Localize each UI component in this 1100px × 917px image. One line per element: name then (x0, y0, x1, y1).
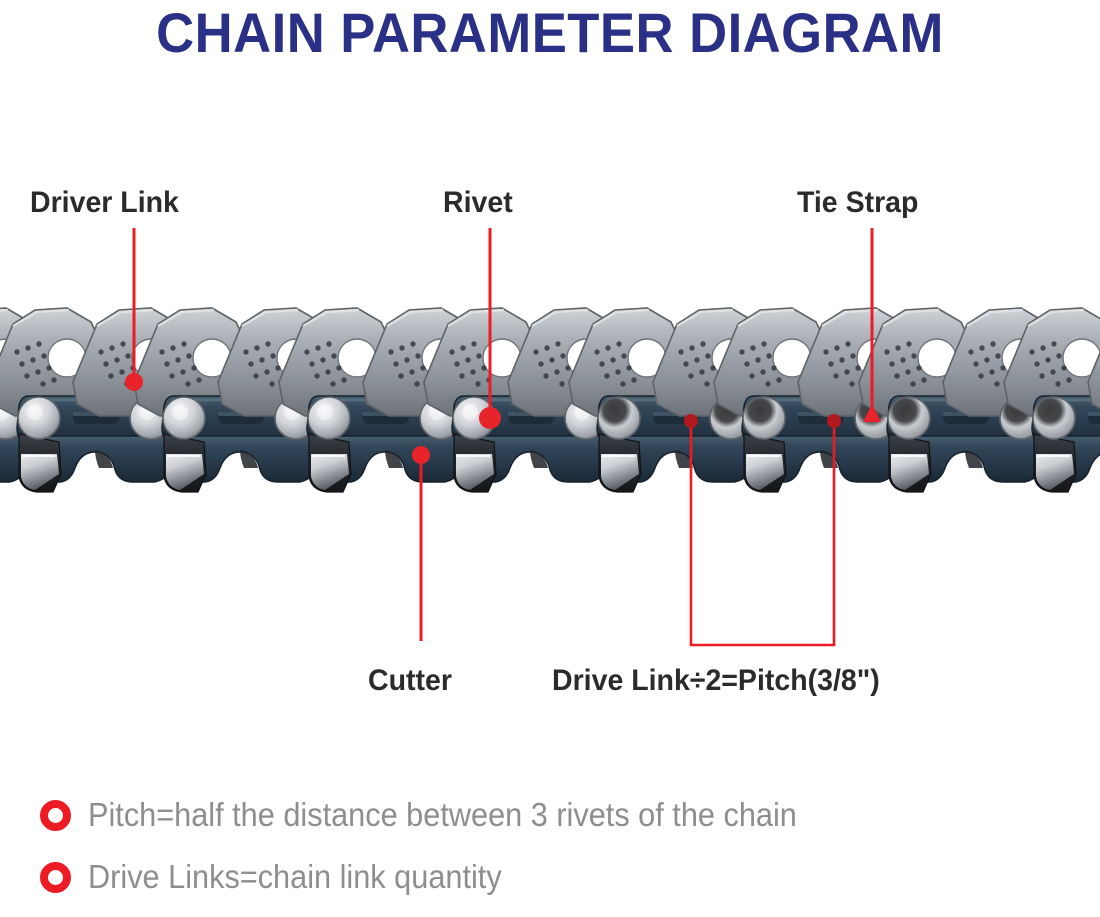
page-title: CHAIN PARAMETER DIAGRAM (156, 1, 944, 64)
callout-label-cutter: Cutter (368, 664, 452, 697)
pitch-span-bracket (689, 421, 836, 647)
pointer-dot-cutter (412, 446, 430, 464)
callout-label-pitch-formula: Drive Link÷2=Pitch(3/8") (552, 664, 880, 697)
pointer-dot-pitch-end (827, 414, 841, 428)
red-ring-bullet-icon (40, 799, 71, 831)
note-text: Drive Links=chain link quantity (88, 858, 502, 895)
callout-label-driver-link: Driver Link (30, 186, 179, 219)
note-text: Pitch=half the distance between 3 rivets… (88, 796, 797, 833)
pointer-dot-pitch-start (684, 414, 698, 428)
callout-label-rivet: Rivet (443, 186, 513, 219)
pointer-arrow-tie-strap (863, 404, 881, 422)
pointer-dot-driver-link (125, 373, 143, 391)
list-item: Drive Links=chain link quantity (40, 846, 1080, 908)
red-ring-bullet-icon (40, 861, 71, 893)
callout-label-tie-strap: Tie Strap (797, 186, 919, 219)
notes-list: Pitch=half the distance between 3 rivets… (40, 784, 1080, 908)
list-item: Pitch=half the distance between 3 rivets… (40, 784, 1080, 846)
pointer-dot-rivet (479, 407, 501, 429)
